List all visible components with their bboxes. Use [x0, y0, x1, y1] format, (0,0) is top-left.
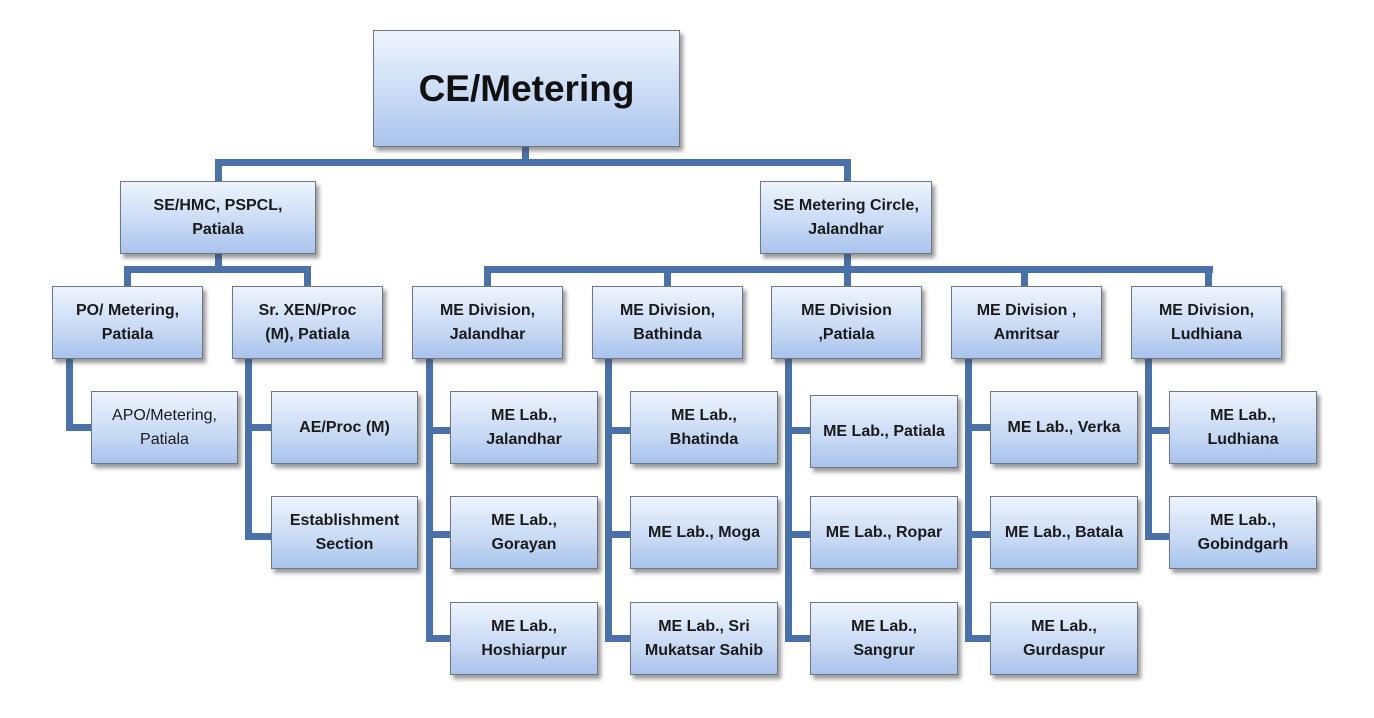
- connector-line: [1145, 533, 1171, 540]
- node-lab-patiala: ME Lab., Patiala: [810, 395, 958, 468]
- node-lab-gurdaspur: ME Lab., Gurdaspur: [990, 602, 1138, 675]
- connector-line: [215, 159, 222, 182]
- node-division-bathinda: ME Division, Bathinda: [592, 286, 743, 359]
- node-lab-ropar: ME Lab., Ropar: [810, 496, 958, 569]
- connector-line: [965, 424, 991, 431]
- connector-line: [522, 146, 529, 164]
- connector-line: [426, 427, 451, 434]
- connector-line: [785, 635, 811, 642]
- node-lab-bhatinda: ME Lab., Bhatinda: [630, 391, 778, 464]
- connector-line: [66, 424, 92, 431]
- node-lab-jalandhar: ME Lab., Jalandhar: [450, 391, 598, 464]
- connector-line: [605, 427, 631, 434]
- node-establishment-section: Establishment Section: [271, 496, 418, 569]
- connector-line: [965, 531, 991, 538]
- connector-line: [245, 533, 272, 540]
- connector-line: [965, 635, 991, 642]
- connector-line: [965, 358, 972, 642]
- node-lab-moga: ME Lab., Moga: [630, 496, 778, 569]
- node-division-ludhiana: ME Division, Ludhiana: [1131, 286, 1282, 359]
- connector-line: [245, 424, 272, 431]
- connector-line: [484, 266, 491, 286]
- node-division-patiala: ME Division ,Patiala: [771, 286, 922, 359]
- node-lab-sangrur: ME Lab., Sangrur: [810, 602, 958, 675]
- connector-line: [124, 266, 311, 273]
- connector-line: [426, 635, 451, 642]
- connector-line: [215, 253, 222, 270]
- connector-line: [785, 358, 792, 642]
- node-ae-proc: AE/Proc (M): [271, 391, 418, 464]
- connector-line: [1205, 266, 1212, 286]
- node-po-metering: PO/ Metering, Patiala: [52, 286, 203, 359]
- connector-line: [605, 531, 631, 538]
- node-lab-verka: ME Lab., Verka: [990, 391, 1138, 464]
- root-node: CE/Metering: [373, 30, 680, 147]
- node-lab-sri-mukatsar-sahib: ME Lab., Sri Mukatsar Sahib: [630, 602, 778, 675]
- connector-line: [245, 358, 252, 540]
- connector-line: [844, 159, 851, 182]
- connector-line: [605, 635, 631, 642]
- connector-line: [1021, 266, 1028, 286]
- node-lab-gorayan: ME Lab., Gorayan: [450, 496, 598, 569]
- connector-line: [1145, 358, 1152, 540]
- connector-line: [426, 531, 451, 538]
- node-sr-xen: Sr. XEN/Proc (M), Patiala: [232, 286, 383, 359]
- connector-line: [124, 266, 131, 286]
- connector-line: [605, 358, 612, 642]
- connector-line: [304, 266, 311, 286]
- connector-line: [1145, 427, 1171, 434]
- node-lab-ludhiana: ME Lab., Ludhiana: [1169, 391, 1317, 464]
- connector-line: [215, 159, 851, 166]
- connector-line: [844, 253, 851, 270]
- connector-line: [664, 266, 671, 286]
- connector-line: [844, 266, 851, 286]
- node-apo-metering: APO/Metering, Patiala: [91, 391, 238, 464]
- node-se-circle: SE Metering Circle, Jalandhar: [760, 181, 932, 254]
- connector-line: [66, 358, 73, 431]
- node-lab-gobindgarh: ME Lab., Gobindgarh: [1169, 496, 1317, 569]
- node-division-jalandhar: ME Division, Jalandhar: [412, 286, 563, 359]
- node-lab-batala: ME Lab., Batala: [990, 496, 1138, 569]
- connector-line: [785, 531, 811, 538]
- node-se-hmc: SE/HMC, PSPCL, Patiala: [120, 181, 316, 254]
- connector-line: [785, 427, 811, 434]
- node-division-amritsar: ME Division , Amritsar: [951, 286, 1102, 359]
- node-lab-hoshiarpur: ME Lab., Hoshiarpur: [450, 602, 598, 675]
- connector-line: [426, 358, 433, 642]
